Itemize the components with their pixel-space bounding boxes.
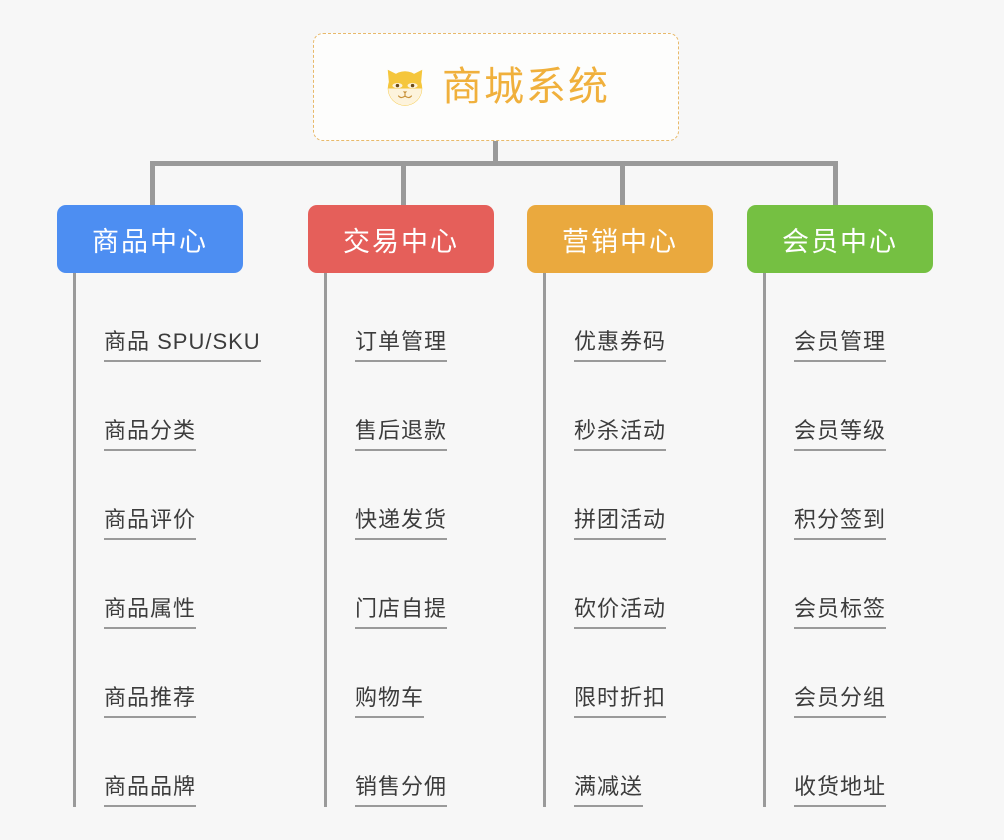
leaf-item[interactable]: 售后退款 <box>327 362 494 451</box>
branch-header-label: 交易中心 <box>343 226 459 257</box>
branch-column-2: 交易中心 订单管理 售后退款 快递发货 门店自提 购物车 销售分佣 <box>308 205 494 807</box>
leaf-label: 商品 SPU/SKU <box>104 329 261 362</box>
branch-header-4[interactable]: 会员中心 <box>747 205 933 273</box>
leaf-label: 满减送 <box>574 774 644 807</box>
root-node[interactable]: 商城系统 <box>313 33 679 141</box>
branch-header-label: 营销中心 <box>562 226 678 257</box>
branch-body-1: 商品 SPU/SKU 商品分类 商品评价 商品属性 商品推荐 商品品牌 <box>73 273 261 807</box>
leaf-label: 会员分组 <box>794 685 887 718</box>
leaf-label: 商品分类 <box>104 418 197 451</box>
connector-drop-3 <box>620 161 625 205</box>
branch-header-label: 会员中心 <box>782 226 898 257</box>
branch-column-4: 会员中心 会员管理 会员等级 积分签到 会员标签 会员分组 收货地址 <box>747 205 933 807</box>
branch-header-label: 商品中心 <box>92 226 208 257</box>
leaf-item[interactable]: 商品推荐 <box>76 629 243 718</box>
leaf-label: 会员管理 <box>794 329 887 362</box>
connector-root-stem <box>493 141 498 163</box>
branch-body-3: 优惠券码 秒杀活动 拼团活动 砍价活动 限时折扣 满减送 <box>543 273 713 807</box>
leaf-item[interactable]: 会员标签 <box>766 540 933 629</box>
leaf-item[interactable]: 砍价活动 <box>546 540 713 629</box>
leaf-label: 商品评价 <box>104 507 197 540</box>
leaf-item[interactable]: 快递发货 <box>327 451 494 540</box>
leaf-label: 订单管理 <box>355 329 448 362</box>
connector-drop-1 <box>150 161 155 205</box>
leaf-item[interactable]: 会员管理 <box>766 273 933 362</box>
connector-drop-2 <box>401 161 406 205</box>
branch-body-2: 订单管理 售后退款 快递发货 门店自提 购物车 销售分佣 <box>324 273 494 807</box>
leaf-item[interactable]: 限时折扣 <box>546 629 713 718</box>
leaf-item[interactable]: 收货地址 <box>766 718 933 807</box>
branch-header-3[interactable]: 营销中心 <box>527 205 713 273</box>
leaf-item[interactable]: 商品品牌 <box>76 718 243 807</box>
leaf-label: 商品属性 <box>104 596 197 629</box>
leaf-item[interactable]: 商品属性 <box>76 540 243 629</box>
leaf-label: 商品品牌 <box>104 774 197 807</box>
leaf-label: 商品推荐 <box>104 685 197 718</box>
leaf-label: 快递发货 <box>355 507 448 540</box>
leaf-label: 购物车 <box>355 685 425 718</box>
leaf-label: 限时折扣 <box>574 685 667 718</box>
leaf-label: 收货地址 <box>794 774 887 807</box>
leaf-item[interactable]: 商品评价 <box>76 451 243 540</box>
branch-body-4: 会员管理 会员等级 积分签到 会员标签 会员分组 收货地址 <box>763 273 933 807</box>
leaf-item[interactable]: 优惠券码 <box>546 273 713 362</box>
leaf-item[interactable]: 订单管理 <box>327 273 494 362</box>
root-title: 商城系统 <box>442 65 610 109</box>
leaf-item[interactable]: 商品分类 <box>76 362 243 451</box>
leaf-label: 会员标签 <box>794 596 887 629</box>
leaf-item[interactable]: 秒杀活动 <box>546 362 713 451</box>
leaf-label: 秒杀活动 <box>574 418 667 451</box>
connector-drop-4 <box>833 161 838 205</box>
branch-header-1[interactable]: 商品中心 <box>57 205 243 273</box>
leaf-item[interactable]: 购物车 <box>327 629 494 718</box>
leaf-label: 门店自提 <box>355 596 448 629</box>
leaf-item[interactable]: 门店自提 <box>327 540 494 629</box>
leaf-item[interactable]: 拼团活动 <box>546 451 713 540</box>
leaf-item[interactable]: 商品 SPU/SKU <box>76 273 261 362</box>
leaf-item[interactable]: 会员分组 <box>766 629 933 718</box>
leaf-item[interactable]: 积分签到 <box>766 451 933 540</box>
branch-column-1: 商品中心 商品 SPU/SKU 商品分类 商品评价 商品属性 商品推荐 商品品牌 <box>57 205 261 807</box>
leaf-item[interactable]: 销售分佣 <box>327 718 494 807</box>
leaf-label: 优惠券码 <box>574 329 667 362</box>
leaf-label: 售后退款 <box>355 418 448 451</box>
leaf-item[interactable]: 满减送 <box>546 718 713 807</box>
leaf-item[interactable]: 会员等级 <box>766 362 933 451</box>
branch-column-3: 营销中心 优惠券码 秒杀活动 拼团活动 砍价活动 限时折扣 满减送 <box>527 205 713 807</box>
branch-header-2[interactable]: 交易中心 <box>308 205 494 273</box>
connector-horizontal-bus <box>150 161 838 166</box>
leaf-label: 销售分佣 <box>355 774 448 807</box>
leaf-label: 拼团活动 <box>574 507 667 540</box>
shiba-dog-face-icon <box>387 69 423 106</box>
leaf-label: 积分签到 <box>794 507 887 540</box>
leaf-label: 会员等级 <box>794 418 887 451</box>
leaf-label: 砍价活动 <box>574 596 667 629</box>
